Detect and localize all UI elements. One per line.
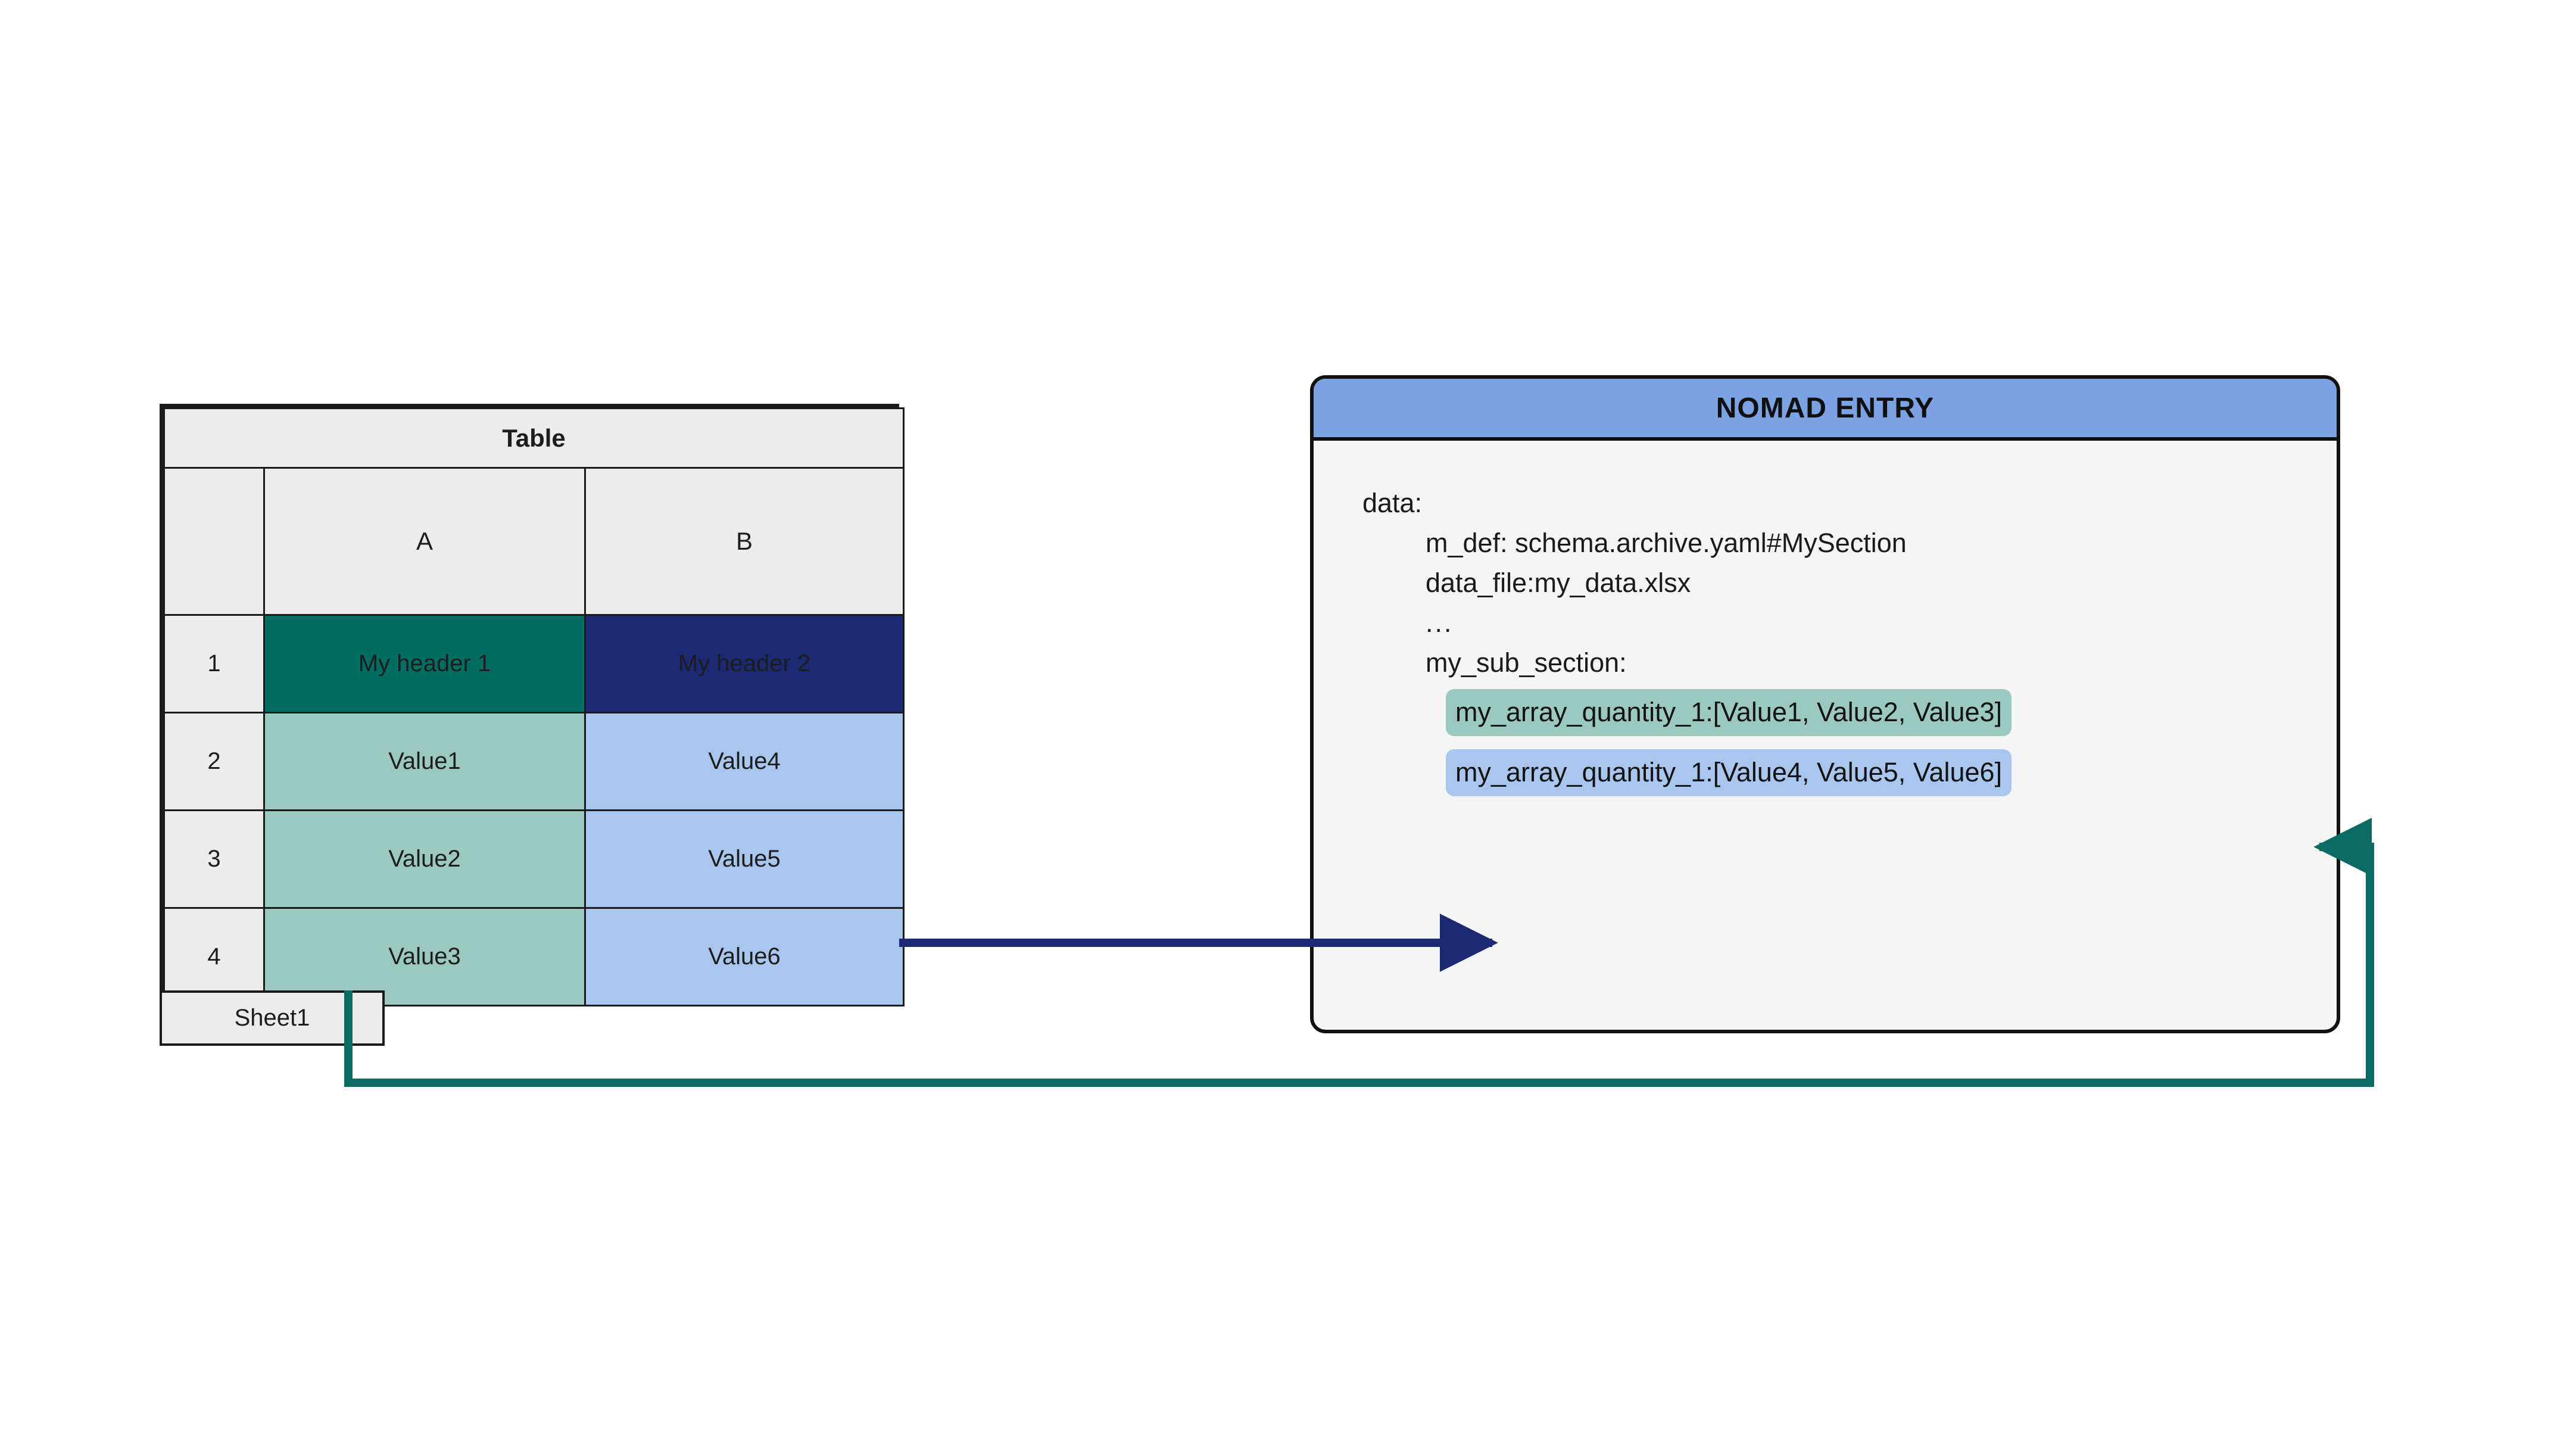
cell-a3[interactable]: Value2 <box>263 809 586 909</box>
column-header-row: A B <box>163 467 905 616</box>
yaml-line-data: data: <box>1362 488 1423 518</box>
sheet-grid: Table A B 1 My header 1 My header 2 2 Va… <box>163 407 905 1006</box>
column-header-b[interactable]: B <box>584 467 905 616</box>
yaml-line-my-sub-section: my_sub_section: <box>1426 647 1627 678</box>
cell-b2[interactable]: Value4 <box>584 712 905 811</box>
cell-b1[interactable]: My header 2 <box>584 614 905 713</box>
yaml-array-green-wrap: my_array_quantity_1:[Value1, Value2, Val… <box>1446 689 2337 736</box>
row-number-3[interactable]: 3 <box>163 809 265 909</box>
row-number-1[interactable]: 1 <box>163 614 265 713</box>
table-row: 3 Value2 Value5 <box>163 809 905 909</box>
table-title-row: Table <box>163 407 905 469</box>
table-row: 1 My header 1 My header 2 <box>163 614 905 713</box>
sheet-tab-label: Sheet1 <box>234 1005 310 1031</box>
spreadsheet-table[interactable]: Table A B 1 My header 1 My header 2 2 Va… <box>160 404 905 1006</box>
nomad-entry-title: NOMAD ENTRY <box>1716 392 1935 424</box>
table-row: 2 Value1 Value4 <box>163 712 905 811</box>
yaml-line-ellipsis: ... <box>1426 607 1454 638</box>
cell-b4[interactable]: Value6 <box>584 907 905 1006</box>
corner-cell[interactable] <box>163 467 265 616</box>
row-number-4[interactable]: 4 <box>163 907 265 1006</box>
yaml-line-array-quantity-blue[interactable]: my_array_quantity_1:[Value4, Value5, Val… <box>1446 749 2012 796</box>
yaml-line-m-def: m_def: schema.archive.yaml#MySection <box>1426 528 1907 558</box>
yaml-array-blue-wrap: my_array_quantity_1:[Value4, Value5, Val… <box>1446 749 2337 796</box>
yaml-line-data-file: data_file:my_data.xlsx <box>1426 568 1691 598</box>
column-header-a[interactable]: A <box>263 467 586 616</box>
nomad-entry-title-bar: NOMAD ENTRY <box>1314 379 2337 441</box>
yaml-line-array-quantity-green[interactable]: my_array_quantity_1:[Value1, Value2, Val… <box>1446 689 2012 736</box>
cell-a2[interactable]: Value1 <box>263 712 586 811</box>
cell-b3[interactable]: Value5 <box>584 809 905 909</box>
cell-a1[interactable]: My header 1 <box>263 614 586 713</box>
nomad-entry-body: data: m_def: schema.archive.yaml#MySecti… <box>1314 441 2337 796</box>
row-number-2[interactable]: 2 <box>163 712 265 811</box>
nomad-entry-panel: NOMAD ENTRY data: m_def: schema.archive.… <box>1310 375 2340 1033</box>
sheet-tab-sheet1[interactable]: Sheet1 <box>160 990 385 1046</box>
table-title: Table <box>163 407 905 469</box>
